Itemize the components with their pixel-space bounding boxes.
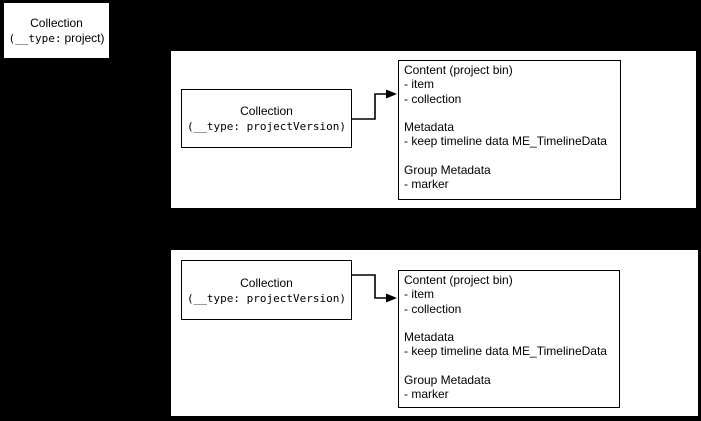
- node-type: (__type:project): [9, 31, 105, 46]
- content-details-text: Content (project bin) - item - collectio…: [404, 273, 607, 402]
- root-collection-node: Collection (__type:project): [3, 2, 110, 59]
- node-type: (__type: projectVersion): [187, 291, 346, 305]
- node-title: Collection: [30, 16, 83, 30]
- node-title: Collection: [240, 275, 293, 290]
- project-version-node-1: Collection (__type: projectVersion): [181, 89, 352, 148]
- content-details-text: Content (project bin) - item - collectio…: [404, 63, 607, 192]
- project-version-node-2: Collection (__type: projectVersion): [181, 260, 352, 320]
- node-type: (__type: projectVersion): [187, 120, 346, 133]
- type-suffix: project): [64, 31, 105, 45]
- type-prefix-mono: (__type:: [8, 32, 62, 45]
- content-details-node-2: Content (project bin) - item - collectio…: [398, 270, 620, 408]
- content-details-node-1: Content (project bin) - item - collectio…: [398, 60, 621, 200]
- node-title: Collection: [240, 104, 293, 118]
